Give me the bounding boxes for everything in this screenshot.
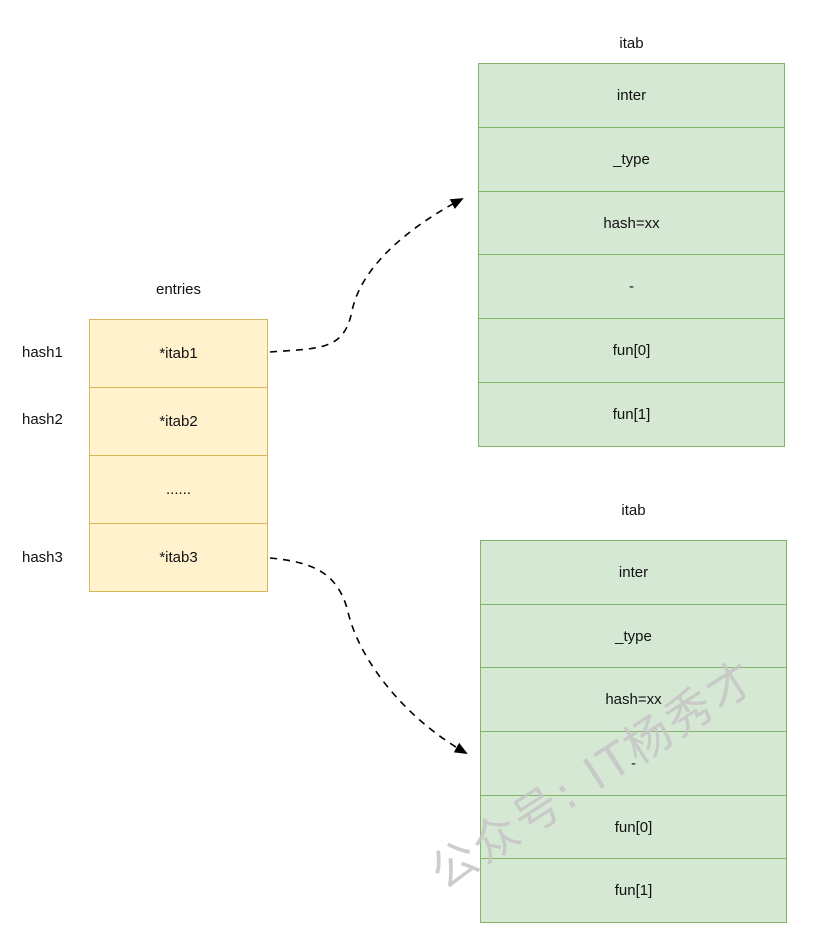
itab-bottom-title: itab [621, 502, 646, 519]
entries-table: *itab1 *itab2 ...... *itab3 [89, 319, 268, 592]
arrow-itab1-to-top-itab [269, 198, 464, 353]
itab-top-row-hash: hash=xx [479, 190, 784, 255]
itab-bottom-table: inter _type hash=xx - fun[0] fun[1] [480, 540, 787, 923]
entries-row-ellipsis: ...... [90, 455, 267, 523]
entries-title: entries [155, 281, 202, 298]
itab-bottom-row-fun1: fun[1] [481, 858, 786, 922]
entries-row-itab1: *itab1 [159, 345, 198, 362]
itab-top-row-inter: inter [616, 86, 647, 104]
itab-bottom-row-inter: inter [618, 563, 649, 581]
entries-row-itab2: *itab2 [90, 387, 267, 455]
arrow-itab3-to-bottom-itab [269, 557, 468, 754]
itab-top-row-fun1: fun[1] [479, 382, 784, 446]
itab-bottom-row-fun0: fun[0] [481, 794, 786, 859]
hash1-label: hash1 [22, 344, 63, 361]
itab-top-row-fun0: fun[0] [479, 318, 784, 382]
itab-top-table: inter _type hash=xx - fun[0] fun[1] [478, 63, 785, 447]
itab-top-title: itab [619, 35, 644, 52]
itab-bottom-row-dash: - [481, 731, 786, 795]
itab-top-row-dash: - [479, 254, 784, 318]
hash2-label: hash2 [22, 411, 63, 428]
entries-row-itab3: *itab3 [90, 523, 267, 591]
hash3-label: hash3 [22, 549, 63, 566]
itab-bottom-row-type: _type [481, 603, 786, 668]
itab-bottom-row-hash: hash=xx [481, 667, 786, 731]
itab-top-row-type: _type [479, 126, 784, 191]
